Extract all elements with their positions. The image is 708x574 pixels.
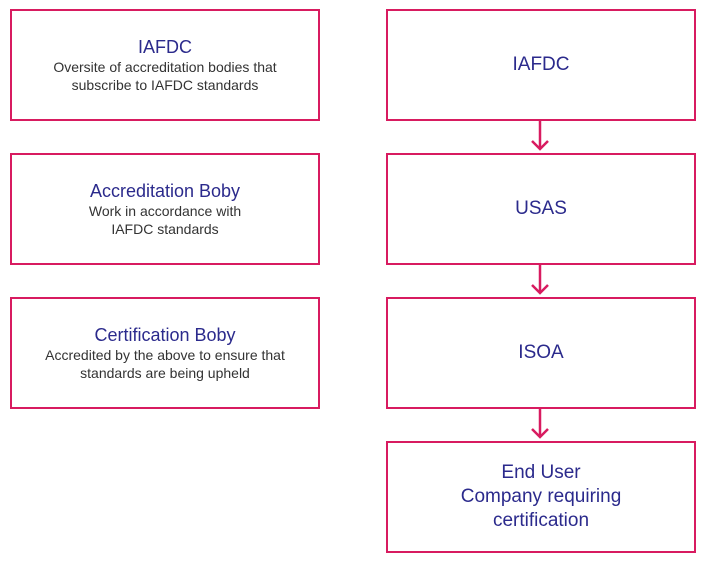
- flow-arrow-down-icon: [531, 409, 549, 439]
- flow-arrow-down-icon: [531, 121, 549, 151]
- role-description-line: Accredited by the above to ensure that: [45, 347, 285, 363]
- flow-node-iafdc: IAFDC: [386, 9, 696, 121]
- role-description-line: IAFDC standards: [111, 221, 219, 237]
- flow-node-end-user: End User Company requiring certification: [386, 441, 696, 553]
- flow-node-label: End User Company requiring certification: [461, 461, 622, 533]
- flow-node-isoa: ISOA: [386, 297, 696, 409]
- flow-node-label-line: certification: [492, 510, 590, 531]
- role-title: Accreditation Boby: [89, 181, 241, 201]
- role-box-certification-body: Certification Boby Accredited by the abo…: [10, 297, 320, 409]
- role-description: Accredited by the above to ensure that s…: [25, 346, 305, 382]
- role-box-iafdc: IAFDC Oversite of accreditation bodies t…: [10, 9, 320, 121]
- role-description: Oversite of accreditation bodies that su…: [33, 58, 296, 94]
- flow-node-label-line: Company requiring: [460, 486, 622, 507]
- flow-node-label: IAFDC: [512, 54, 570, 75]
- flow-node-label-line: End User: [501, 462, 581, 483]
- role-description: Work in accordance with IAFDC standards: [69, 202, 261, 238]
- role-description-line: Work in accordance with: [88, 203, 242, 219]
- role-box-accreditation-body: Accreditation Boby Work in accordance wi…: [10, 153, 320, 265]
- role-title: IAFDC: [138, 37, 192, 57]
- flow-arrow-down-icon: [531, 265, 549, 295]
- role-title: Certification Boby: [94, 325, 236, 345]
- role-description-line: Oversite of accreditation bodies that: [53, 59, 277, 75]
- role-description-line: subscribe to IAFDC standards: [71, 77, 259, 93]
- flow-node-usas: USAS: [386, 153, 696, 265]
- flow-node-label: USAS: [515, 198, 567, 219]
- role-description-line: standards are being upheld: [80, 365, 250, 381]
- flow-node-label: ISOA: [518, 342, 564, 363]
